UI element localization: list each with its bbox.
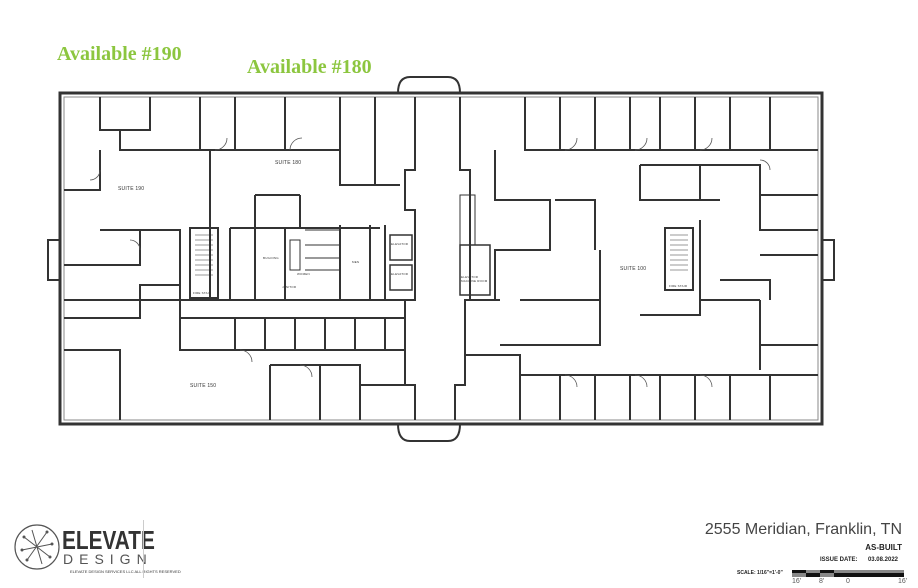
- elevator-machine-label: ELEVATOR MACHINE ROOM: [461, 275, 488, 283]
- mens-label: MEN: [352, 260, 360, 264]
- north-entry: [397, 76, 461, 94]
- scale-tick: 8': [819, 578, 825, 585]
- elevator-2-label: ELEVATOR: [391, 272, 409, 276]
- issue-date-label: ISSUE DATE:: [820, 557, 858, 563]
- suite-180-label: SUITE 180: [275, 160, 302, 166]
- logo-tagline: ELEVATE DESIGN SERVICES LLC ALL RIGHTS R…: [70, 569, 181, 574]
- drawing-status: AS-BUILT: [865, 543, 902, 552]
- scale-label: SCALE: 1/16"=1'-0": [737, 570, 783, 576]
- fire-stair-right-label: FIRE STAIR: [669, 284, 688, 288]
- scale-tick: 16': [792, 578, 802, 585]
- scale-bar: [792, 570, 904, 577]
- logo-name: ELEVATE: [62, 525, 155, 555]
- elevate-logo-icon: [14, 524, 60, 570]
- building-label: BUILDING: [263, 256, 279, 260]
- fire-stair-left-label: FIRE STAIR: [193, 291, 212, 295]
- janitor-label: JANITOR: [282, 285, 297, 289]
- suite-100-label: SUITE 100: [620, 266, 647, 272]
- elevator-1-label: ELEVATOR: [391, 242, 409, 246]
- project-address: 2555 Meridian, Franklin, TN: [704, 521, 902, 538]
- scale-tick: 0: [846, 578, 850, 585]
- available-180-label: Available #180: [247, 56, 372, 78]
- scale-tick: 16': [898, 578, 908, 585]
- womens-label: WOMEN: [297, 272, 310, 276]
- east-entry: [821, 239, 835, 281]
- suite-190-label: SUITE 190: [118, 186, 145, 192]
- issue-date: 03.08.2022: [867, 557, 898, 563]
- west-entry: [47, 239, 61, 281]
- available-190-label: Available #190: [57, 43, 182, 65]
- south-entry: [397, 423, 461, 442]
- divider: [143, 520, 144, 578]
- logo-sub: DESIGN: [63, 551, 153, 567]
- suite-150-label: SUITE 150: [190, 383, 217, 389]
